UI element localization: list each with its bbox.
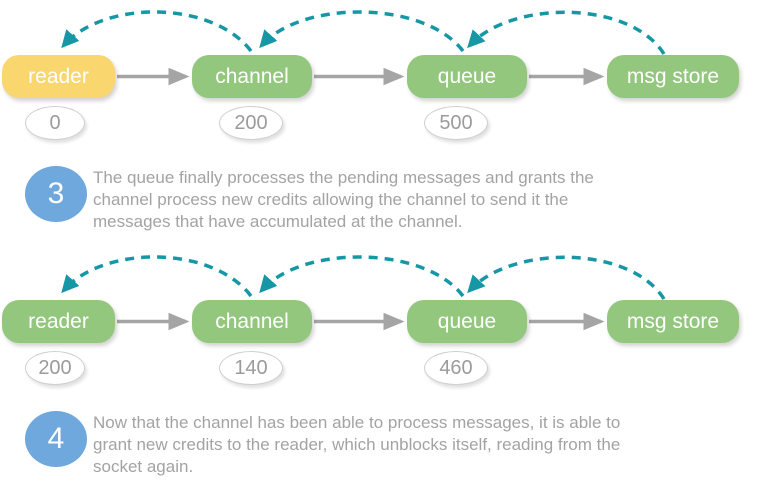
- credit-arc-queue-to-channel: [259, 255, 465, 298]
- pipeline-arrows-step3: [61, 10, 666, 86]
- credit-arc-queue-to-channel: [259, 10, 465, 53]
- pipeline-diagram-step3: reader channel queue msg store 0 200 500: [0, 0, 769, 150]
- credit-arc-channel-to-reader: [61, 255, 253, 298]
- step-description: Now that the channel has been able to pr…: [93, 412, 743, 478]
- pipeline-arrows-step4: [61, 255, 666, 331]
- credit-badge-reader: 0: [25, 106, 85, 140]
- node-reader: reader: [2, 300, 115, 343]
- credit-badge-channel: 140: [219, 351, 283, 385]
- step-number-badge: 4: [25, 411, 87, 467]
- credit-badge-queue: 500: [424, 106, 488, 140]
- step-description-line: grant new credits to the reader, which u…: [93, 435, 621, 454]
- step-description: The queue finally processes the pending …: [93, 167, 743, 233]
- node-msg-store: msg store: [607, 55, 739, 98]
- node-msg-store: msg store: [607, 300, 739, 343]
- node-channel: channel: [192, 55, 312, 98]
- step-description-line: Now that the channel has been able to pr…: [93, 413, 621, 432]
- node-queue: queue: [407, 300, 527, 343]
- step-description-line: channel process new credits allowing the…: [93, 190, 569, 209]
- credit-badge-queue: 460: [424, 351, 488, 385]
- node-channel: channel: [192, 300, 312, 343]
- credit-arc-msgstore-to-queue: [467, 10, 666, 55]
- credit-badge-reader: 200: [25, 351, 85, 385]
- step-description-line: The queue finally processes the pending …: [93, 168, 594, 187]
- step-description-line: socket again.: [93, 457, 194, 476]
- credit-arc-channel-to-reader: [61, 10, 253, 53]
- credit-arc-msgstore-to-queue: [467, 255, 666, 300]
- pipeline-diagram-step4: reader channel queue msg store 200 140 4…: [0, 245, 769, 395]
- step-number-badge: 3: [25, 166, 87, 222]
- credit-badge-channel: 200: [219, 106, 283, 140]
- node-reader: reader: [2, 55, 115, 98]
- node-queue: queue: [407, 55, 527, 98]
- step-description-line: messages that have accumulated at the ch…: [93, 212, 463, 231]
